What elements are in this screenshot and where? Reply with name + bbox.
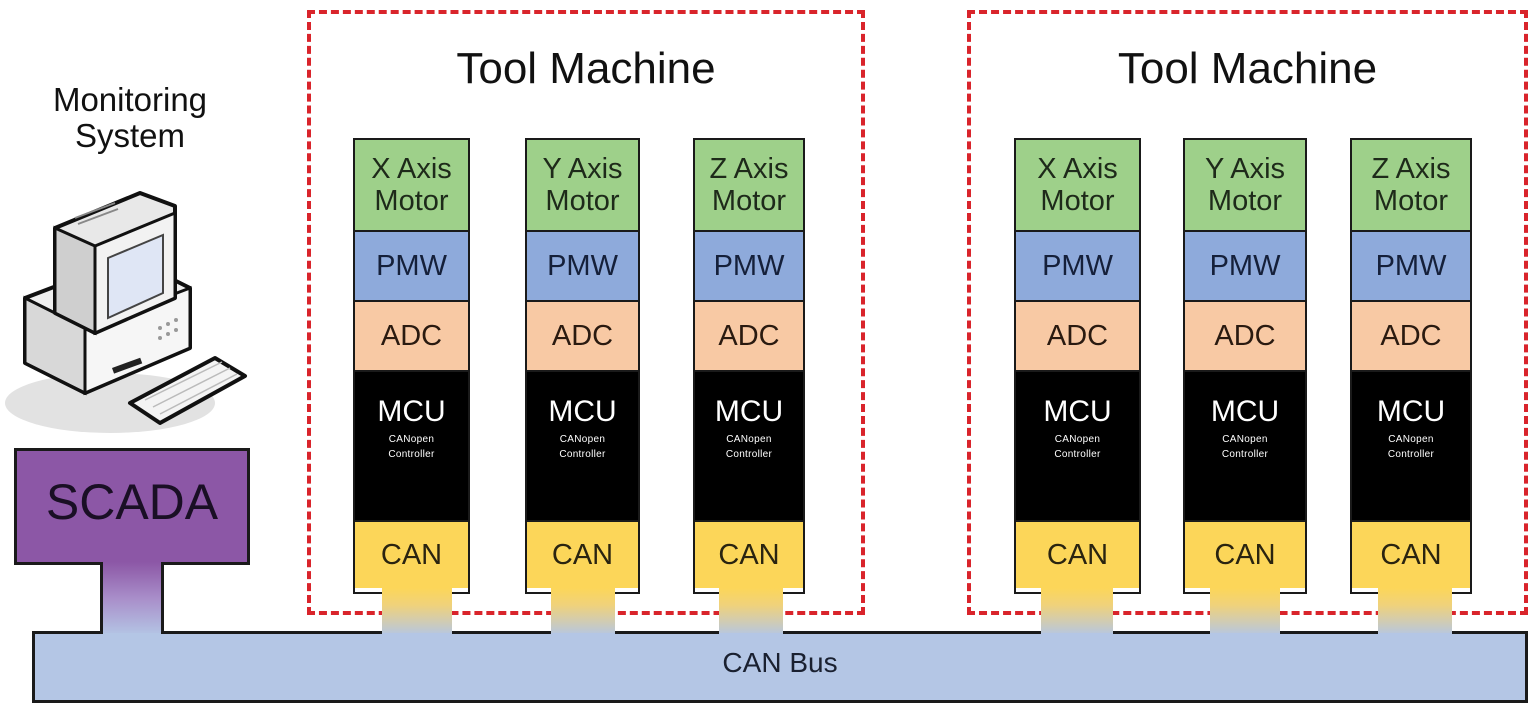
bus-border — [1280, 631, 1378, 634]
pmw-block: PMW — [695, 230, 803, 300]
can-block: CAN — [695, 520, 803, 588]
adc-block: ADC — [355, 300, 468, 370]
scada-bus-connector — [100, 562, 164, 636]
can-bus-connector — [1378, 588, 1452, 636]
pmw-block: PMW — [1016, 230, 1139, 300]
bus-border — [615, 631, 719, 634]
can-block: CAN — [527, 520, 638, 588]
tool-machine-1: Tool Machine — [307, 10, 865, 615]
bus-border — [1452, 631, 1528, 634]
monitoring-system-label: Monitoring System — [0, 82, 260, 154]
bus-border — [452, 631, 551, 634]
pmw-block: PMW — [1185, 230, 1305, 300]
can-bus-connector — [1041, 588, 1113, 636]
desktop-computer-icon — [5, 191, 247, 433]
bus-border — [783, 631, 1041, 634]
pmw-block: PMW — [527, 230, 638, 300]
bus-border — [1113, 631, 1210, 634]
can-block: CAN — [355, 520, 468, 588]
bus-border — [32, 631, 103, 634]
pmw-block: PMW — [1352, 230, 1470, 300]
tool-machine-title: Tool Machine — [456, 44, 716, 93]
can-block: CAN — [1352, 520, 1470, 588]
can-block: CAN — [1016, 520, 1139, 588]
adc-block: ADC — [695, 300, 803, 370]
scada-label: SCADA — [45, 473, 219, 530]
adc-block: ADC — [1016, 300, 1139, 370]
can-bus-connector — [1210, 588, 1280, 636]
adc-block: ADC — [1185, 300, 1305, 370]
tool-machine-title: Tool Machine — [1117, 44, 1378, 93]
adc-block: ADC — [527, 300, 638, 370]
adc-block: ADC — [1352, 300, 1470, 370]
bus-border — [161, 631, 382, 634]
scada-block: SCADA — [14, 448, 250, 565]
can-bus-label: CAN Bus — [722, 647, 838, 678]
can-bus-connector — [382, 588, 452, 636]
pmw-block: PMW — [355, 230, 468, 300]
can-bus: CAN Bus — [32, 633, 1528, 703]
can-bus-connector — [551, 588, 615, 636]
can-bus-connector — [719, 588, 783, 636]
monitoring-label-line1: Monitoring — [52, 81, 208, 118]
can-block: CAN — [1185, 520, 1305, 588]
monitoring-label-line2: System — [74, 117, 186, 154]
